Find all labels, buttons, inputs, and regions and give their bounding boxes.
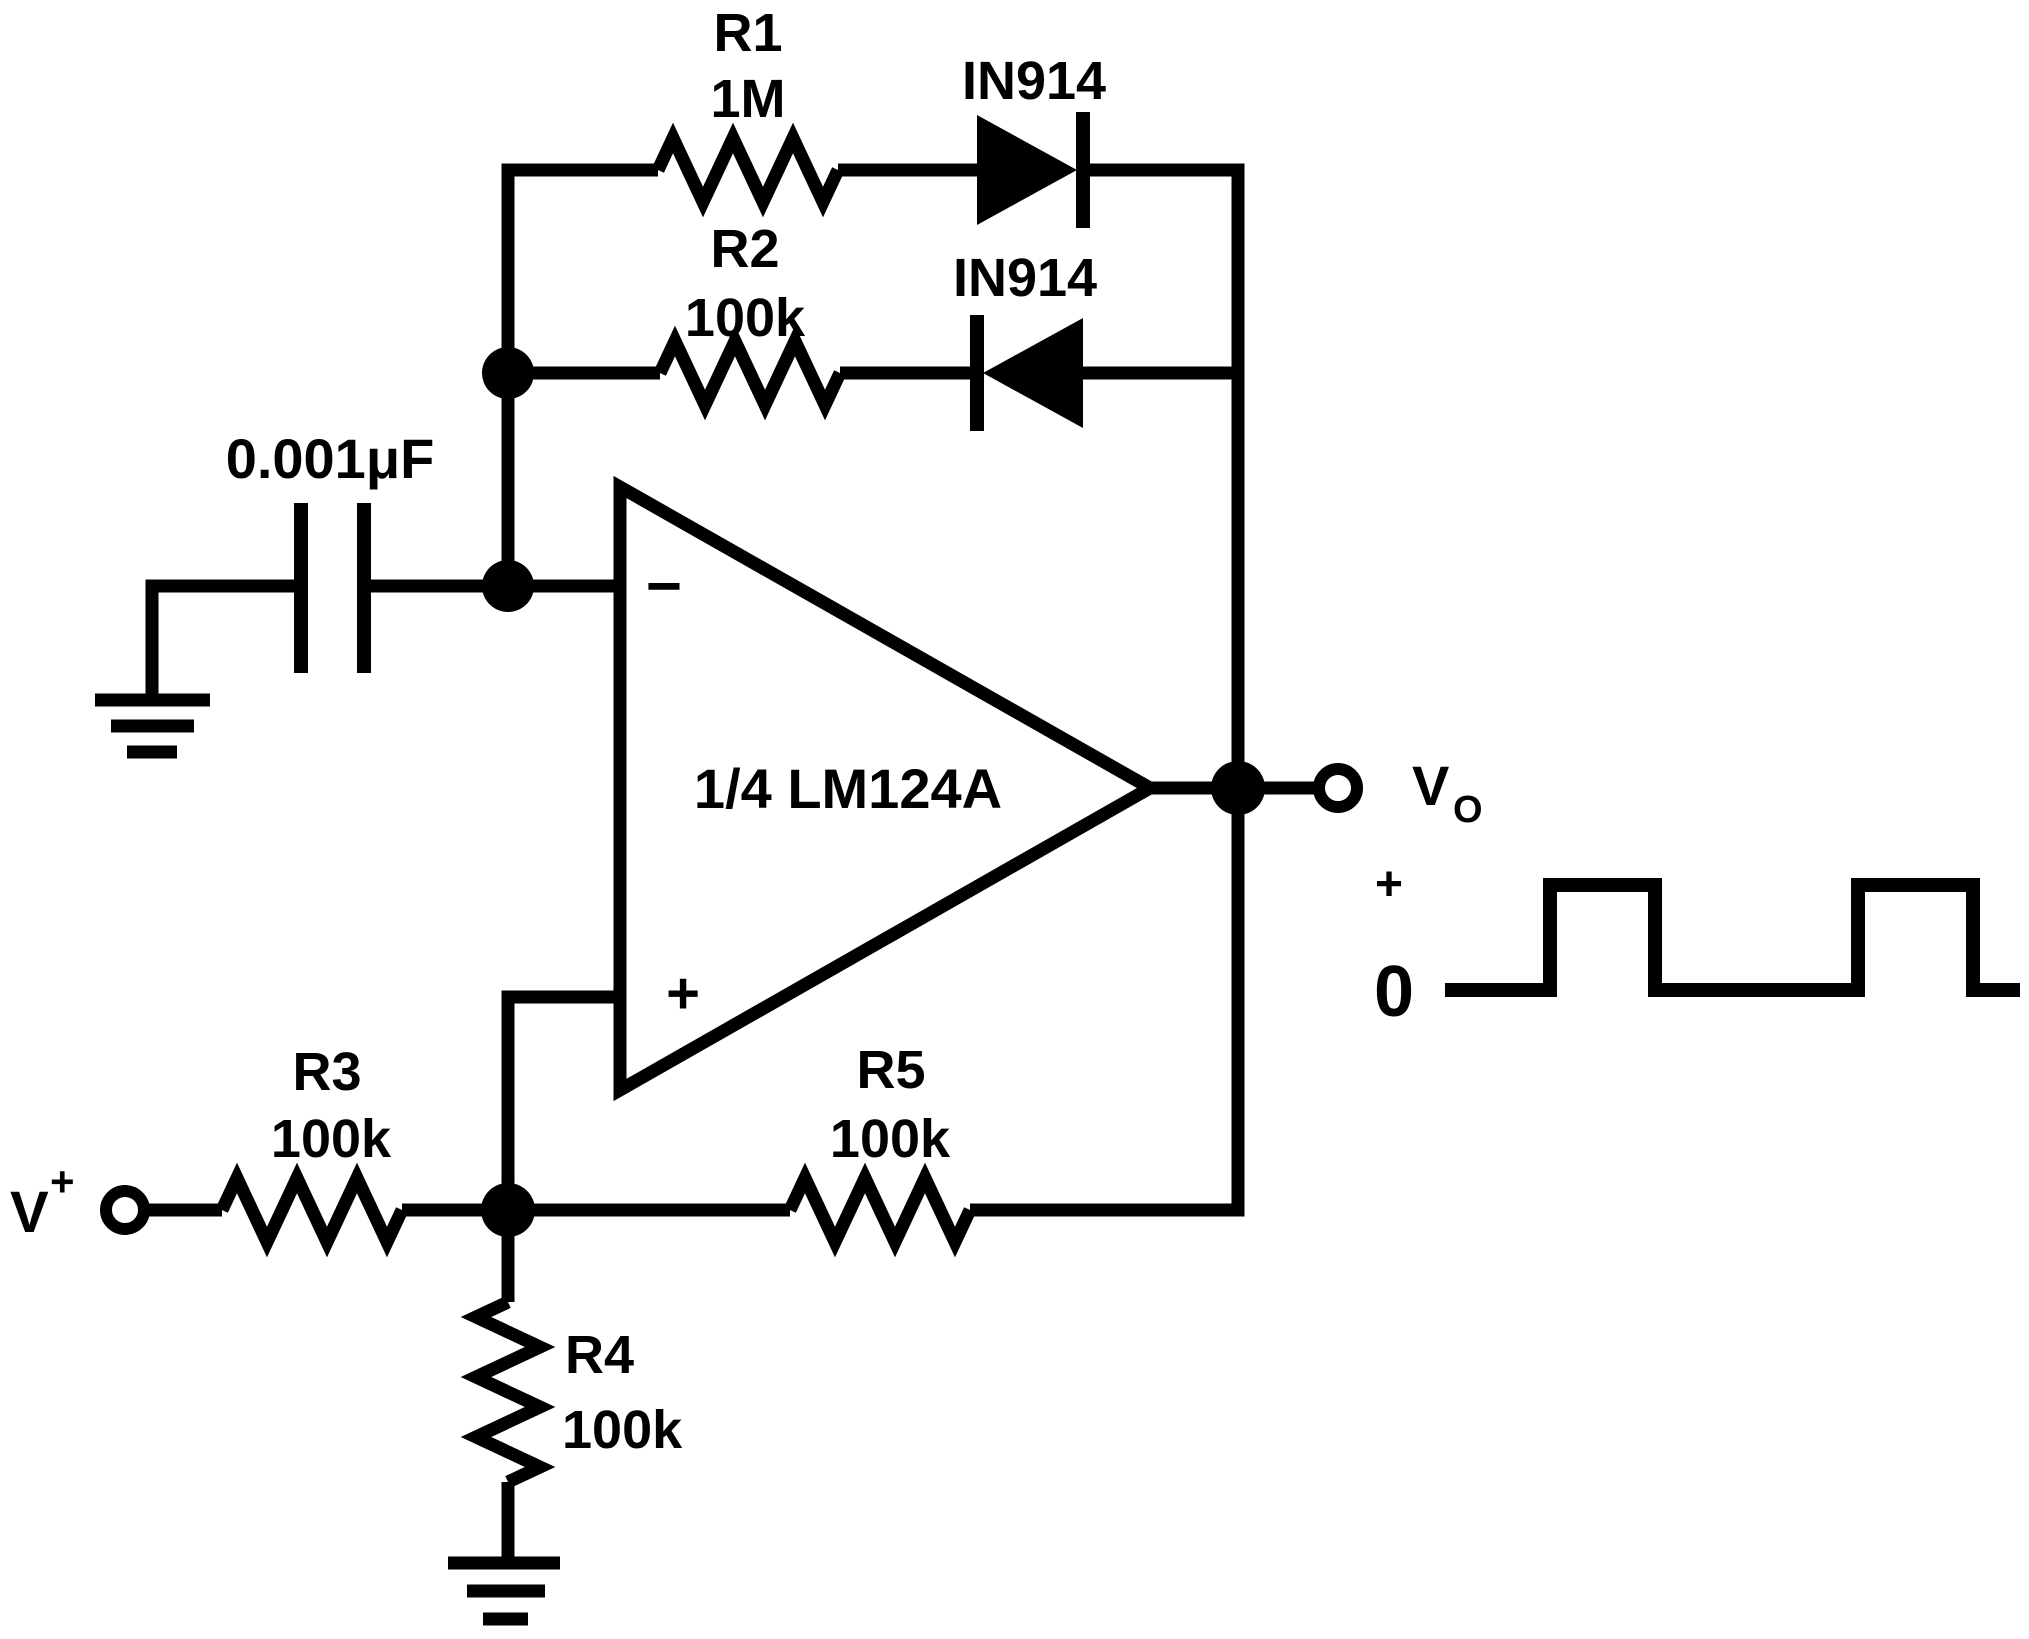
- label-supply-v: V: [10, 1180, 49, 1245]
- resistor-r4-zigzag: [460, 1296, 556, 1488]
- wire-noninverting-input: [501, 990, 620, 1210]
- square-wave-icon: [1445, 878, 2020, 997]
- label-r2-value: 100k: [685, 288, 806, 348]
- resistor-r2-zigzag: [654, 325, 846, 421]
- label-r3-value: 100k: [271, 1109, 392, 1169]
- label-r3-name: R3: [292, 1042, 361, 1102]
- label-opamp: 1/4 LM124A: [694, 757, 1002, 820]
- label-r5-name: R5: [856, 1040, 925, 1100]
- resistor-r1-zigzag: [652, 122, 844, 218]
- label-supply-sign: +: [50, 1158, 75, 1205]
- output-terminal-icon: [1313, 763, 1363, 813]
- opamp-inverting-symbol: −: [646, 552, 682, 621]
- opamp-triangle-icon: [613, 475, 1164, 1102]
- label-r2-name: R2: [710, 219, 779, 279]
- diode-d2-icon: [983, 318, 1083, 428]
- label-wave-zero: 0: [1374, 952, 1414, 1032]
- label-wave-high: +: [1375, 858, 1403, 911]
- ground-icon-capacitor: [95, 693, 210, 759]
- ground-icon-r4: [448, 1556, 560, 1626]
- wire-right-rail: [970, 163, 1245, 1217]
- wire-left-rail: [501, 163, 658, 586]
- label-output-sub: O: [1453, 789, 1483, 831]
- label-r1-name: R1: [713, 3, 782, 63]
- junction-dot-r2: [482, 347, 534, 399]
- label-output-v: V: [1412, 754, 1449, 817]
- opamp-noninverting-symbol: +: [666, 961, 700, 1026]
- supply-terminal-icon: [100, 1185, 150, 1235]
- junction-dot-inverting: [482, 560, 534, 612]
- label-capacitor-value: 0.001μF: [226, 427, 435, 490]
- label-d2-part: IN914: [953, 248, 1097, 308]
- label-d1-part: IN914: [962, 51, 1106, 111]
- label-r4-value: 100k: [562, 1400, 683, 1460]
- junction-dot-divider: [481, 1183, 535, 1237]
- diode-d1-icon: [977, 115, 1077, 225]
- resistor-r5-zigzag: [784, 1162, 976, 1258]
- wire-cap-to-ground: [145, 579, 294, 700]
- label-r4-name: R4: [565, 1325, 634, 1385]
- resistor-r3-zigzag: [216, 1162, 408, 1258]
- label-r5-value: 100k: [830, 1109, 951, 1169]
- junction-dot-output: [1211, 761, 1265, 815]
- label-r1-value: 1M: [710, 69, 785, 129]
